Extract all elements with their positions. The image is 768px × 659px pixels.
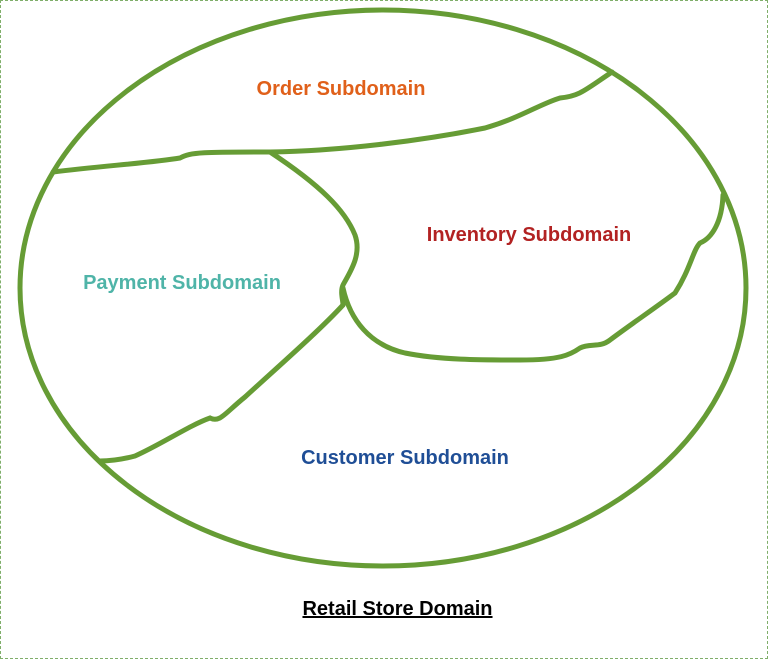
payment-customer-boundary: [97, 302, 346, 464]
customer-subdomain-label: Customer Subdomain: [301, 447, 509, 469]
domain-boundary: [17, 7, 749, 569]
order-boundary: [50, 69, 615, 175]
order-subdomain-label: Order Subdomain: [257, 78, 426, 100]
inventory-subdomain-label: Inventory Subdomain: [427, 224, 631, 246]
payment-inventory-boundary: [267, 149, 360, 308]
inventory-customer-boundary: [340, 192, 726, 363]
payment-subdomain-label: Payment Subdomain: [83, 272, 281, 294]
domain-title: Retail Store Domain: [302, 598, 493, 620]
